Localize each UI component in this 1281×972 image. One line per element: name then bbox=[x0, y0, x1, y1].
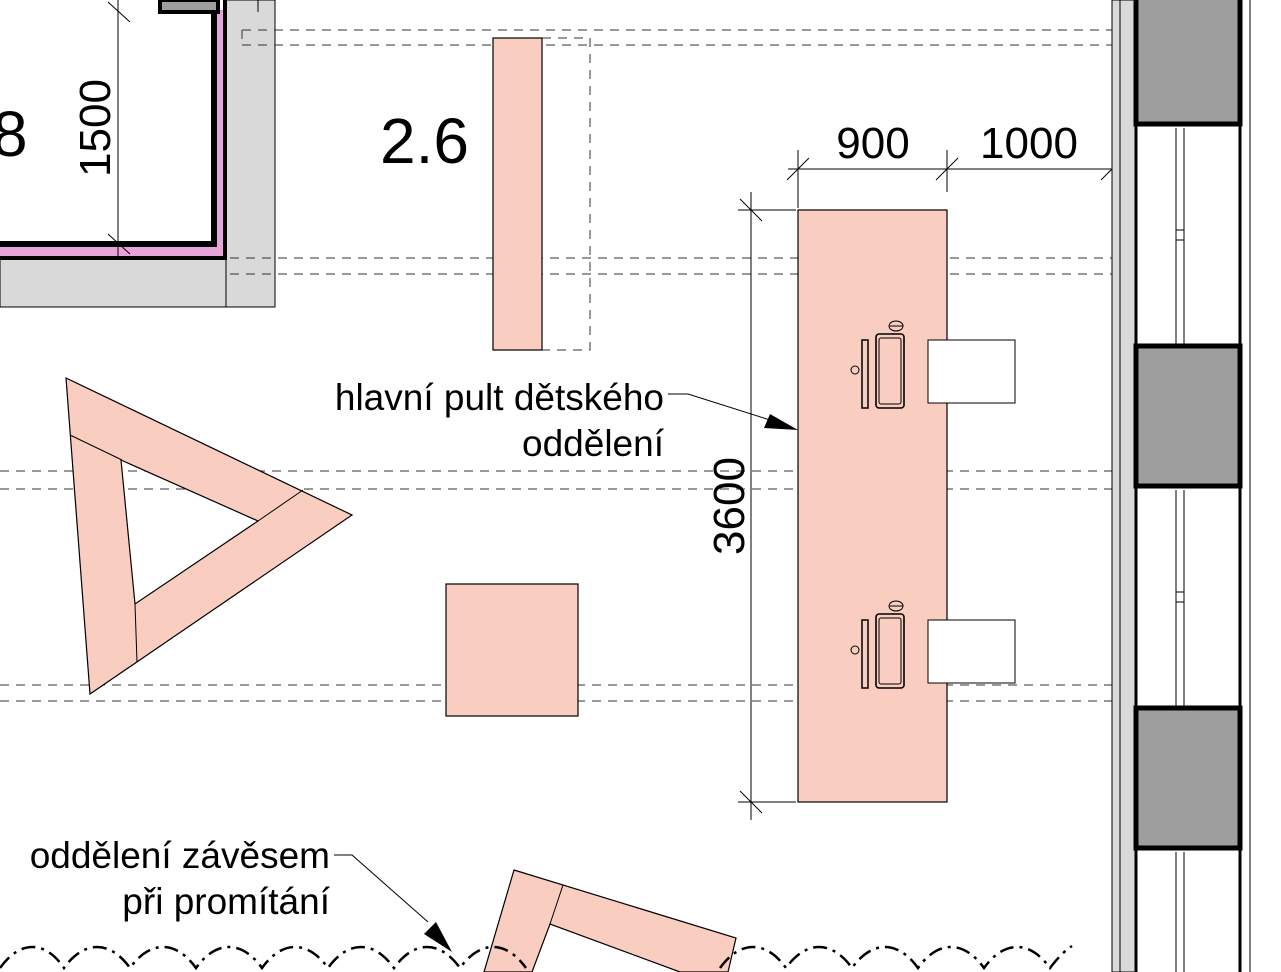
triangle-seating bbox=[65, 377, 354, 696]
dimension-1000: 1000 bbox=[980, 119, 1078, 168]
wall-strip bbox=[1111, 0, 1137, 972]
main-desk-label-line2: oddělení bbox=[522, 423, 665, 464]
leader-arrow bbox=[764, 414, 798, 430]
room-wall-thick bbox=[0, 12, 217, 247]
main-desk bbox=[797, 209, 1016, 803]
room-wall-thick bbox=[0, 0, 227, 260]
keyboard-icon bbox=[875, 333, 905, 409]
monitor-icon bbox=[861, 619, 869, 689]
shelf-narrow bbox=[492, 37, 543, 351]
room-number: 2.6 bbox=[380, 105, 469, 177]
adjacent-room-block: 1500 8 bbox=[0, 0, 276, 308]
square-table bbox=[445, 583, 579, 717]
main-desk-top bbox=[797, 209, 948, 803]
main-desk-annotation: hlavní pult dětského oddělení bbox=[335, 377, 798, 464]
chair bbox=[927, 339, 1016, 404]
phone-icon bbox=[850, 365, 860, 375]
workstation-2 bbox=[850, 600, 1016, 689]
dimension-tick bbox=[107, 233, 131, 255]
curtain-annotation: oddělení závěsem při promítání bbox=[30, 835, 452, 952]
workstation-1 bbox=[850, 320, 1016, 409]
chair bbox=[927, 619, 1016, 684]
leader-arrow bbox=[424, 922, 452, 952]
column bbox=[1133, 343, 1243, 489]
curtain-label-line1: oddělení závěsem bbox=[30, 835, 330, 876]
phone-icon bbox=[850, 645, 860, 655]
dimension-tick bbox=[107, 1, 131, 23]
dimension-3600: 3600 bbox=[705, 457, 754, 555]
bench-bottom bbox=[483, 869, 737, 972]
column bbox=[1133, 0, 1243, 127]
keyboard-icon bbox=[875, 613, 905, 689]
curtain-line bbox=[0, 944, 1073, 971]
dimension-desk-length: 3600 bbox=[705, 192, 796, 820]
column-top bbox=[158, 0, 220, 14]
monitor-icon bbox=[861, 339, 869, 409]
exterior-wall bbox=[1111, 0, 1251, 972]
curtain-label-line2: při promítání bbox=[122, 881, 330, 922]
column bbox=[1133, 705, 1243, 851]
main-desk-label-line1: hlavní pult dětského bbox=[335, 377, 664, 418]
dimension-desk-width: 900 1000 bbox=[786, 119, 1128, 208]
room-interior bbox=[0, 0, 215, 243]
dimension-900: 900 bbox=[836, 119, 909, 168]
room-number-cut: 8 bbox=[0, 98, 28, 170]
dimension-1500: 1500 bbox=[71, 79, 120, 177]
